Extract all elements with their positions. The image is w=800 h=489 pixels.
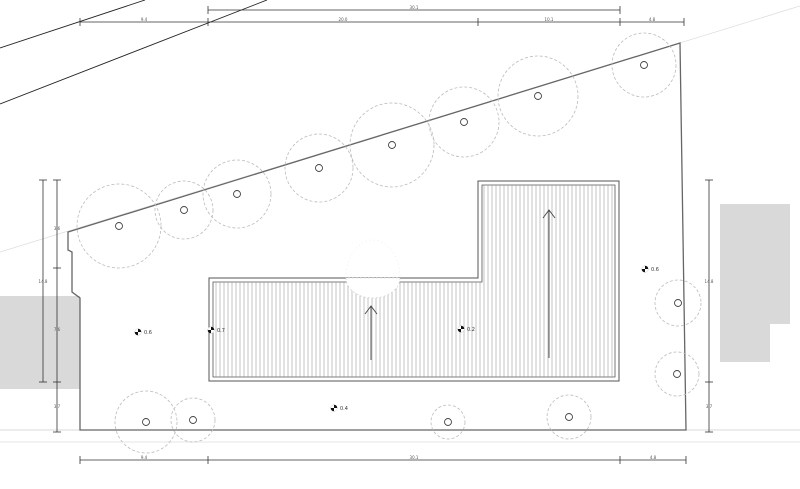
tree [202, 159, 272, 229]
tree-canopy [611, 32, 677, 98]
dimension-left [39, 179, 61, 433]
dim-right: 14.8 [705, 279, 714, 284]
dim-left-inner: 7.6 [54, 327, 61, 332]
spot-elevation: 0.2 [457, 325, 475, 333]
tree [546, 394, 592, 440]
tree [428, 86, 500, 158]
tree-trunk-icon [673, 370, 681, 378]
site-boundary [67, 42, 687, 431]
tree-canopy [170, 397, 216, 443]
tree-canopy [202, 159, 272, 229]
spot-elevation: 0.6 [134, 328, 152, 336]
dim-top-segment: 4.8 [649, 17, 656, 22]
dimension-bottom [79, 456, 687, 464]
courtyard-cutout [345, 277, 401, 299]
dim-bottom-segment: 30.1 [410, 455, 419, 460]
tree [497, 55, 579, 137]
building [208, 180, 620, 382]
tree [611, 32, 677, 98]
tree-trunk-icon [640, 61, 648, 69]
tree-canopy [428, 86, 500, 158]
tree-canopy [654, 351, 700, 397]
tree-canopy [154, 180, 214, 240]
tree-trunk-icon [565, 413, 573, 421]
slope-arrow-icon [542, 209, 556, 358]
tree-canopy [546, 394, 592, 440]
tree-trunk-icon [180, 206, 188, 214]
spot-elevation: 0.4 [330, 404, 348, 412]
tree [284, 133, 354, 203]
tree [76, 183, 162, 269]
dimension-right [705, 179, 713, 433]
neighbor-building-right [720, 204, 790, 362]
tree-trunk-icon [388, 141, 396, 149]
dim-left-inner: 3.6 [54, 226, 61, 231]
street-line [0, 0, 268, 105]
tree-trunk-icon [142, 418, 150, 426]
tree-canopy [654, 279, 702, 327]
dim-top-segment: 9.4 [141, 17, 148, 22]
spot-elevation: 0.7 [207, 326, 225, 334]
tree [654, 279, 702, 327]
spot-elevation-label: 0.2 [467, 327, 475, 333]
tree [114, 390, 178, 454]
spot-elevation-label: 0.6 [651, 267, 659, 273]
tree-trunk-icon [534, 92, 542, 100]
spot-elevation-label: 0.6 [144, 330, 152, 336]
tree-canopy [430, 404, 466, 440]
tree-trunk-icon [233, 190, 241, 198]
tree-canopy [497, 55, 579, 137]
tree-trunk-icon [315, 164, 323, 172]
tree [154, 180, 214, 240]
tree-trunk-icon [444, 418, 452, 426]
tree [349, 102, 435, 188]
spot-elevation-label: 0.4 [340, 406, 348, 412]
dim-left-outer: 14.8 [39, 279, 48, 284]
tree-canopy [76, 183, 162, 269]
dim-right: 3.7 [706, 404, 713, 409]
tree [170, 397, 216, 443]
tree-trunk-icon [674, 299, 682, 307]
tree-canopy [114, 390, 178, 454]
dim-top-overall: 30.1 [410, 5, 419, 10]
dimension-top [79, 6, 685, 26]
dim-left-inner: 3.7 [54, 404, 61, 409]
dim-bottom-segment: 4.8 [650, 455, 657, 460]
neighbor-building-left [0, 296, 80, 389]
tree [654, 351, 700, 397]
spot-elevation: 0.6 [641, 265, 659, 273]
slope-arrow-icon [364, 305, 378, 360]
dim-bottom-segment: 9.4 [141, 455, 148, 460]
tree-trunk-icon [115, 222, 123, 230]
tree-canopy [284, 133, 354, 203]
dim-top-segment: 10.1 [545, 17, 554, 22]
street-line [0, 0, 146, 49]
tree [430, 404, 466, 440]
tree-trunk-icon [189, 416, 197, 424]
tree-canopy [349, 102, 435, 188]
spot-elevation-label: 0.7 [217, 328, 225, 334]
tree-trunk-icon [460, 118, 468, 126]
dim-top-segment: 20.0 [339, 17, 348, 22]
